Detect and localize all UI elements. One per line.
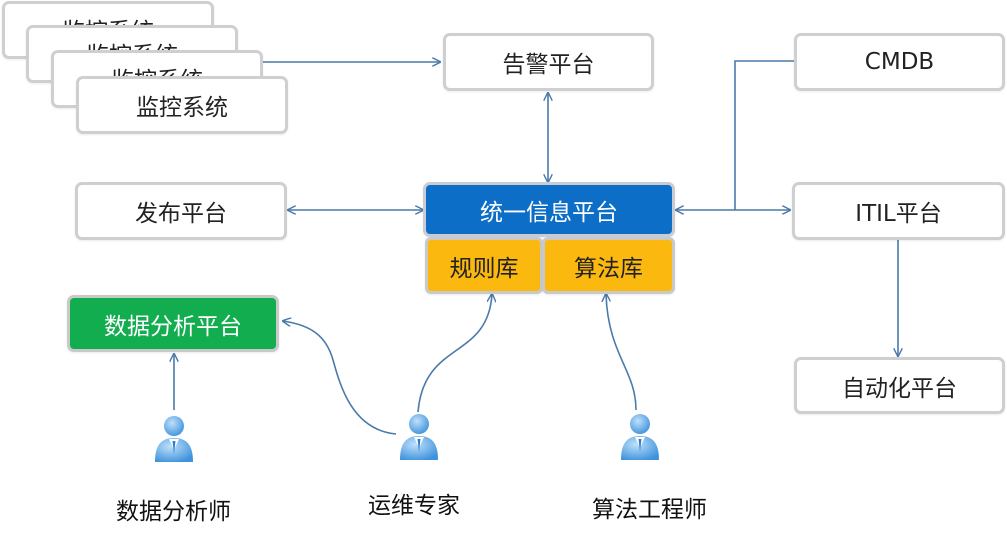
data-analyst-label: 数据分析师 [116, 499, 231, 525]
algorithm-library-box: 算法库 [542, 237, 675, 294]
monitor-system-box-4: 监控系统 [76, 76, 288, 134]
alert-platform-label: 告警平台 [502, 52, 595, 78]
ops-expert-label: 运维专家 [368, 493, 460, 519]
rule-library-label: 规则库 [449, 255, 519, 282]
monitor-system-label-4: 监控系统 [136, 95, 228, 121]
release-platform-box: 发布平台 [75, 182, 287, 240]
itil-platform-box: ITIL平台 [792, 182, 1005, 240]
ops-expert-person-icon [400, 414, 438, 460]
algorithm-engineer-label: 算法工程师 [592, 497, 707, 523]
engineer-to-algo-arrow [606, 294, 637, 411]
unified-info-platform-label: 统一信息平台 [480, 199, 618, 226]
release-platform-label: 发布平台 [135, 201, 227, 227]
algorithm-engineer-person-icon [621, 414, 659, 460]
ops-to-analysis-arrow [283, 321, 397, 435]
data-analysis-platform-box: 数据分析平台 [67, 295, 279, 352]
automation-platform-box: 自动化平台 [794, 357, 1005, 414]
data-analyst-person-icon [155, 416, 193, 462]
unified-info-platform-box: 统一信息平台 [423, 182, 675, 237]
cmdb-box: CMDB [794, 33, 1005, 91]
cmdb-label: CMDB [864, 49, 935, 75]
alert-platform-box: 告警平台 [443, 33, 654, 91]
itil-platform-label: ITIL平台 [855, 201, 942, 227]
ops-to-rules-arrow [417, 294, 492, 413]
algorithm-library-label: 算法库 [574, 255, 643, 282]
automation-platform-label: 自动化平台 [842, 375, 957, 402]
cmdb-connector [734, 60, 794, 210]
data-analysis-platform-label: 数据分析平台 [104, 313, 242, 340]
rule-library-box: 规则库 [425, 237, 543, 294]
